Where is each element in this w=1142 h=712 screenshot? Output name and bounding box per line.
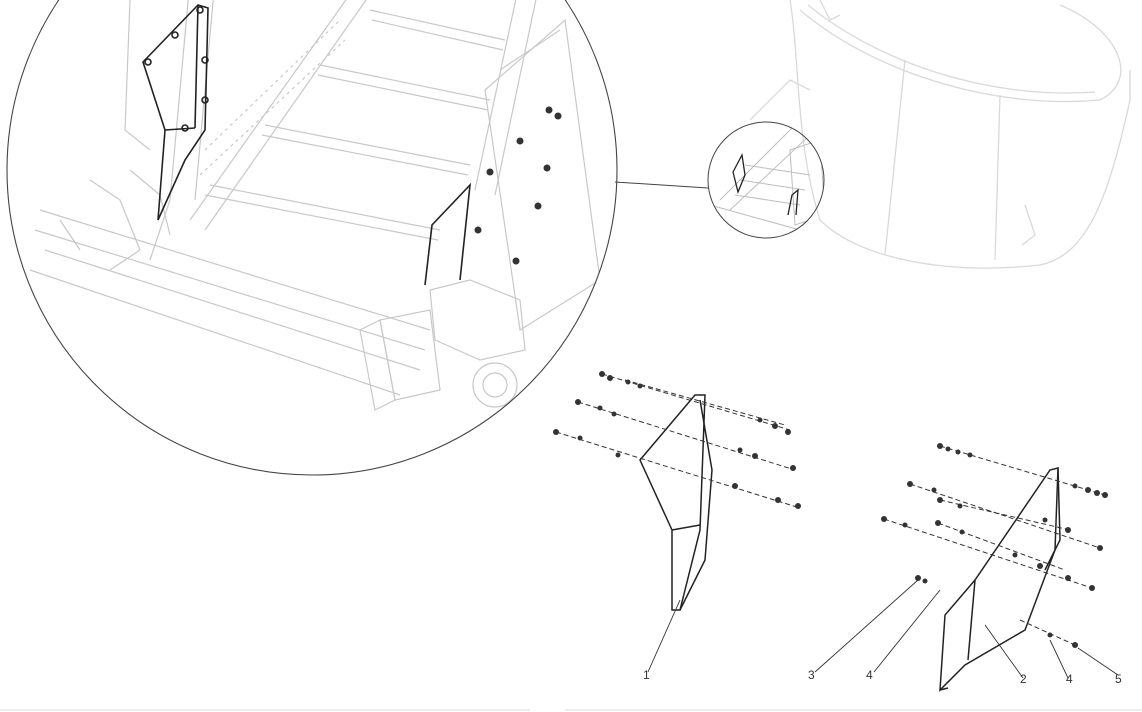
deflector-plate-right [424, 182, 472, 286]
plate-part-1 [639, 394, 713, 611]
fasteners-left [553, 371, 801, 509]
mixer-overview [749, 0, 1131, 269]
leader-1 [647, 599, 681, 673]
fastener-axes-right [883, 445, 1106, 646]
plate-part-2 [939, 467, 1061, 692]
detail-circle [6, 0, 618, 476]
locator-circle [707, 121, 825, 239]
exploded-view-right: 3 4 2 4 5 [808, 443, 1122, 692]
panel-bolts [474, 106, 562, 265]
callout-2: 2 [1020, 672, 1027, 686]
deflector-plate-left [142, 4, 209, 221]
detail-locator [707, 121, 825, 239]
detail-leader-line [614, 181, 709, 189]
leaders-right [814, 579, 1119, 679]
callout-5: 5 [1115, 672, 1122, 686]
callout-4-left: 4 [866, 668, 873, 682]
conveyor-frame [29, 0, 601, 411]
fastener-axes-left [555, 373, 801, 509]
callout-3: 3 [808, 668, 815, 682]
detail-view [6, 0, 709, 476]
fasteners-right [881, 443, 1108, 648]
exploded-view-left: 1 [553, 371, 801, 682]
callout-4-right: 4 [1066, 672, 1073, 686]
callout-1: 1 [643, 668, 650, 682]
